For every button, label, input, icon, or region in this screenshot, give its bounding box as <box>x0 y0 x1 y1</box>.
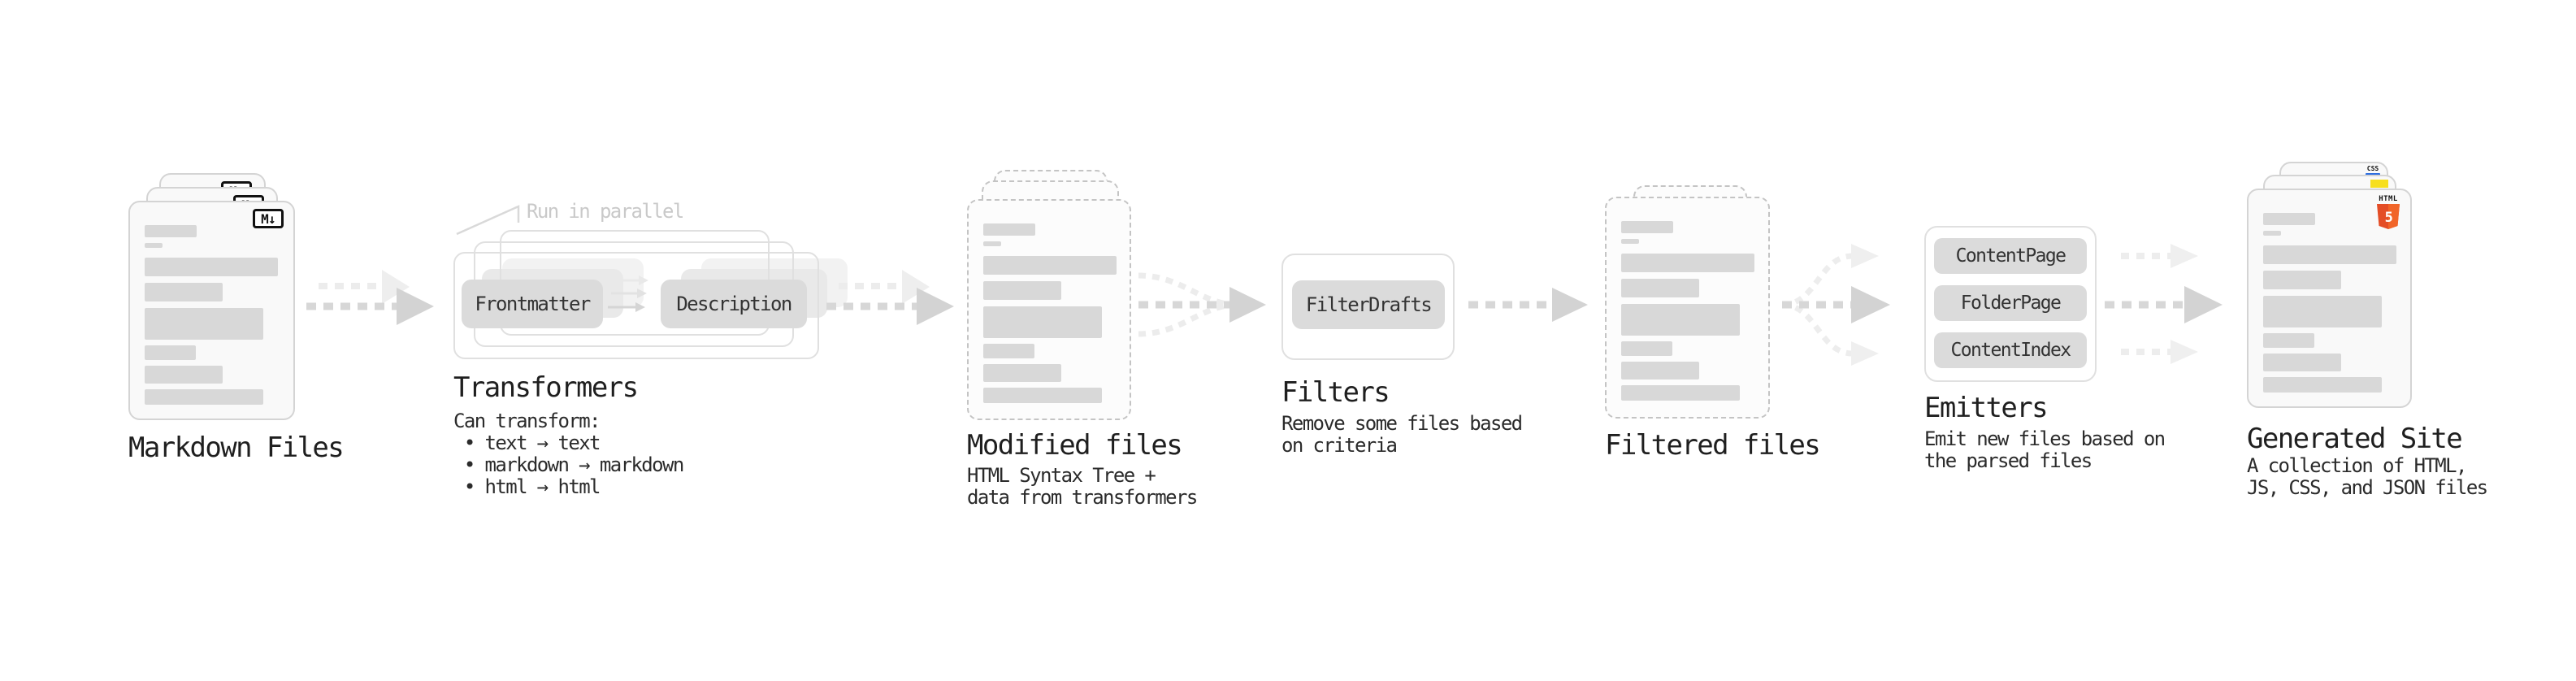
emitters-caption: Emit new files based on the parsed files <box>1924 427 2166 472</box>
stage-label-filtered-files: Filtered files <box>1605 429 1821 462</box>
skeleton-bar <box>983 223 1035 236</box>
modified-file-card-front <box>967 199 1131 420</box>
skeleton-bar <box>983 364 1061 382</box>
html5-icon: HTML 5 <box>2374 195 2402 229</box>
document-skeleton <box>2263 213 2397 393</box>
skeleton-bar <box>1621 341 1672 356</box>
folderpage-emitter: FolderPage <box>1934 285 2087 321</box>
skeleton-bar <box>145 366 223 384</box>
skeleton-bar <box>1621 221 1673 233</box>
arrow-filtered-to-emitters <box>1781 244 1890 366</box>
filterdrafts-plugin: FilterDrafts <box>1292 280 1445 329</box>
skeleton-bar <box>2263 213 2315 225</box>
arrow-transformers-to-modified <box>826 270 954 325</box>
skeleton-bar <box>2263 333 2314 348</box>
stage-label-modified-files: Modified files <box>967 429 1183 462</box>
stage-label-markdown-files: Markdown Files <box>128 432 345 464</box>
filters-caption: Remove some files based on criteria <box>1281 412 1523 457</box>
run-in-parallel-note: Run in parallel <box>527 200 684 223</box>
skeleton-bar <box>145 258 278 276</box>
arrow-markdown-to-transformers <box>306 270 434 325</box>
stage-label-transformers: Transformers <box>453 371 639 404</box>
arrow-filters-to-filtered <box>1468 288 1588 322</box>
skeleton-bar <box>2263 271 2341 289</box>
skeleton-bar <box>983 306 1102 338</box>
transformers-frame-front <box>453 252 819 359</box>
skeleton-bar <box>2263 296 2382 327</box>
markdown-file-card-front: M↓ <box>128 201 295 420</box>
skeleton-bar <box>983 281 1061 300</box>
arrow-emitters-to-generated <box>2105 244 2223 364</box>
js-file-icon <box>2370 180 2388 188</box>
description-plugin: Description <box>661 280 807 328</box>
modified-caption: HTML Syntax Tree + data from transformer… <box>967 464 1198 509</box>
document-skeleton <box>1621 221 1755 401</box>
stage-label-emitters: Emitters <box>1924 392 2049 424</box>
skeleton-bar <box>1621 279 1699 297</box>
skeleton-bar <box>983 241 1001 246</box>
skeleton-bar <box>1621 362 1699 380</box>
transformers-caption: Can transform: • text → text • markdown … <box>453 410 684 498</box>
skeleton-bar <box>2263 245 2396 264</box>
skeleton-bar <box>145 345 196 360</box>
frontmatter-plugin: Frontmatter <box>462 280 603 328</box>
filtered-file-card-front <box>1605 197 1770 419</box>
generated-caption: A collection of HTML, JS, CSS, and JSON … <box>2247 454 2488 499</box>
callout-line <box>456 205 520 236</box>
skeleton-bar <box>2263 377 2382 393</box>
skeleton-bar <box>983 256 1117 275</box>
skeleton-bar <box>145 389 263 405</box>
markdown-icon: M↓ <box>253 209 284 228</box>
skeleton-bar <box>1621 254 1754 272</box>
parallel-arrows-icon <box>608 275 648 312</box>
skeleton-bar <box>1621 304 1740 336</box>
skeleton-bar <box>983 344 1034 358</box>
skeleton-bar <box>983 388 1102 403</box>
stage-label-filters: Filters <box>1281 376 1390 409</box>
skeleton-bar <box>145 283 223 301</box>
document-skeleton <box>983 223 1117 403</box>
generated-file-card-front: HTML 5 <box>2247 189 2412 408</box>
document-skeleton <box>145 225 280 405</box>
skeleton-bar <box>2263 231 2281 236</box>
skeleton-bar <box>145 243 163 248</box>
contentpage-emitter: ContentPage <box>1934 238 2087 274</box>
skeleton-bar <box>145 308 263 340</box>
skeleton-bar <box>2263 354 2341 371</box>
skeleton-bar <box>145 225 197 237</box>
arrow-modified-to-filters <box>1138 272 1266 337</box>
contentindex-emitter: ContentIndex <box>1934 332 2087 368</box>
svg-text:5: 5 <box>2385 210 2393 226</box>
stage-label-generated-site: Generated Site <box>2247 423 2463 455</box>
skeleton-bar <box>1621 239 1639 244</box>
skeleton-bar <box>1621 385 1740 401</box>
